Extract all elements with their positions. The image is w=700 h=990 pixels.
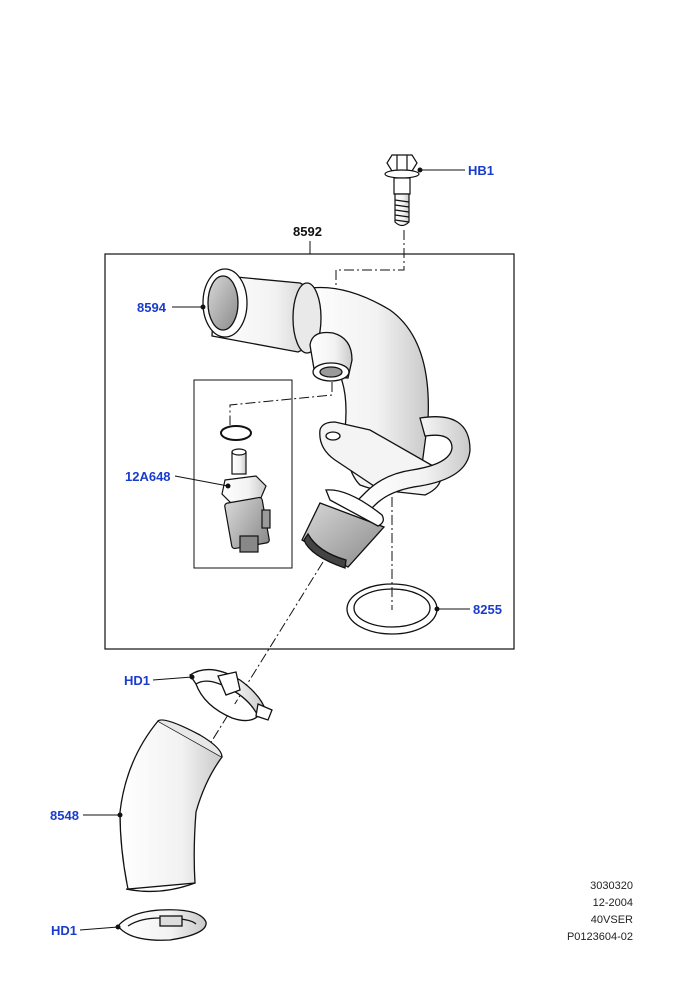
callout-sensor: 12A648 [125,469,171,484]
callout-hose: 8548 [50,808,79,823]
footer-ref-2: 12-2004 [592,897,633,909]
temperature-sensor-part [221,448,271,553]
lower-hose-clip-part [117,909,207,941]
callout-housing: 8594 [137,300,166,315]
footer-ref-3: 40VSER [590,914,633,926]
upper-hose-clip-part [189,668,273,722]
footer-ref-4: P0123604-02 [566,931,633,943]
coolant-hose-part [119,719,223,893]
callout-assembly: 8592 [293,224,322,239]
callout-hb1: HB1 [468,163,495,178]
footer-ref-1: 3030320 [590,880,633,892]
bolt-part [384,154,420,227]
coolant-outlet-housing [202,268,471,569]
callout-clip-lower: HD1 [51,923,78,938]
callout-clip-upper: HD1 [124,673,151,688]
callout-seal: 8255 [473,602,502,617]
leader-lines [79,167,470,931]
sensor-subframe [193,379,293,569]
o-ring-part [220,425,252,441]
